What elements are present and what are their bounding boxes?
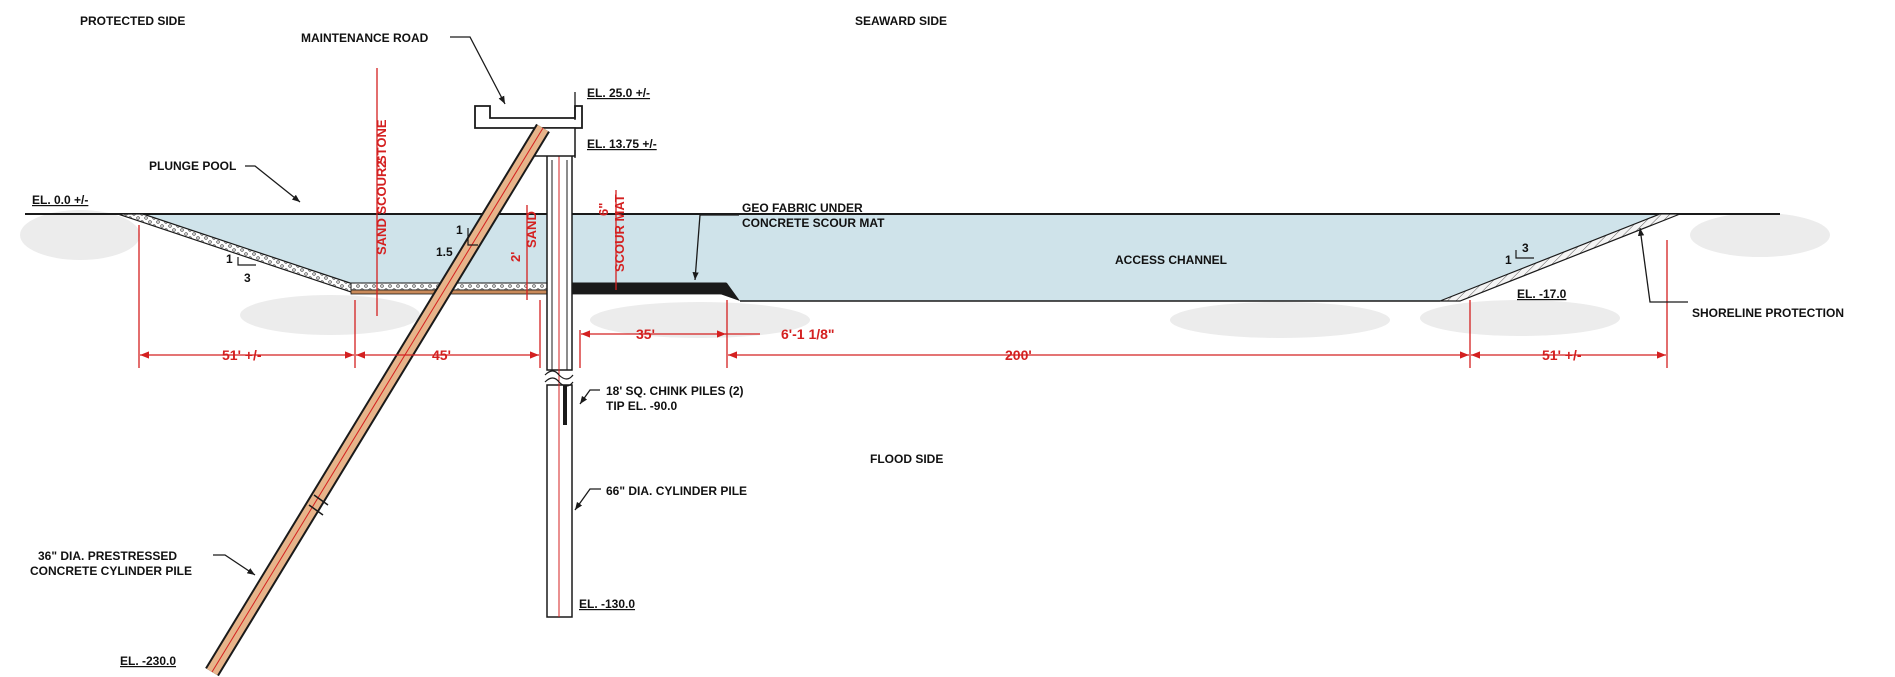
plunge-pool-label: PLUNGE POOL [149,159,236,173]
sand-scour-stone-label: SAND SCOUR STONE [374,119,389,255]
dimension-51-right: 51' +/- [1542,347,1582,363]
sand-label: SAND [524,211,539,248]
leader-lines [213,36,1688,576]
chink-piles-label-2: TIP EL. -90.0 [606,399,677,413]
red-reference-lines [376,68,617,316]
dimension-6-1: 6'-1 1/8" [781,326,835,342]
elevation-channel-label: EL. -17.0 [1517,287,1567,301]
elevation-cylinder-tip-label: EL. -130.0 [579,597,635,611]
sand-scour-stone-thickness: 2' [374,158,389,168]
sand-thickness: 2' [508,252,523,262]
protected-side-label: PROTECTED SIDE [80,14,185,28]
soil-texture [20,210,1830,338]
maintenance-road-label: MAINTENANCE ROAD [301,31,429,45]
elevation-top-label: EL. 25.0 +/- [587,86,650,100]
pool-slope-run: 1.5 [436,245,453,259]
pool-slope-rise: 1 [456,223,463,237]
scour-mat-label: SCOUR MAT [612,194,627,272]
right-slope-run: 3 [1522,241,1529,255]
slope-marks [237,228,1534,266]
dimension-200: 200' [1005,347,1032,363]
scour-mat-thickness: 6" [596,203,611,216]
seaward-side-label: SEAWARD SIDE [855,14,947,28]
access-channel-water [118,214,1660,301]
batter-pile [205,123,550,677]
elevation-deck-label: EL. 13.75 +/- [587,137,657,151]
chink-piles-label-1: 18' SQ. CHINK PILES (2) [606,384,744,398]
shoreline-protection-label: SHORELINE PROTECTION [1692,306,1844,320]
left-slope-rise: 1 [226,252,233,266]
geo-fabric-label-2: CONCRETE SCOUR MAT [742,216,885,230]
shoreline-protection-slope [1439,213,1681,302]
prestressed-pile-label-2: CONCRETE CYLINDER PILE [30,564,192,578]
access-channel-label: ACCESS CHANNEL [1115,253,1227,267]
cylinder-pile [544,139,574,618]
cylinder-pile-label: 66" DIA. CYLINDER PILE [606,484,747,498]
scour-mat-end [570,283,740,301]
dimension-51-left: 51' +/- [222,347,262,363]
dimension-45: 45' [432,347,451,363]
elevation-batter-tip-label: EL. -230.0 [120,654,176,668]
geo-fabric-label-1: GEO FABRIC UNDER [742,201,863,215]
prestressed-pile-label-1: 36" DIA. PRESTRESSED [38,549,177,563]
left-slope-run: 3 [244,271,251,285]
elevation-ground-label: EL. 0.0 +/- [32,193,88,207]
flood-side-label: FLOOD SIDE [870,452,943,466]
right-slope-rise: 1 [1505,253,1512,267]
dimension-35: 35' [636,326,655,342]
dimension-string [138,225,1668,368]
